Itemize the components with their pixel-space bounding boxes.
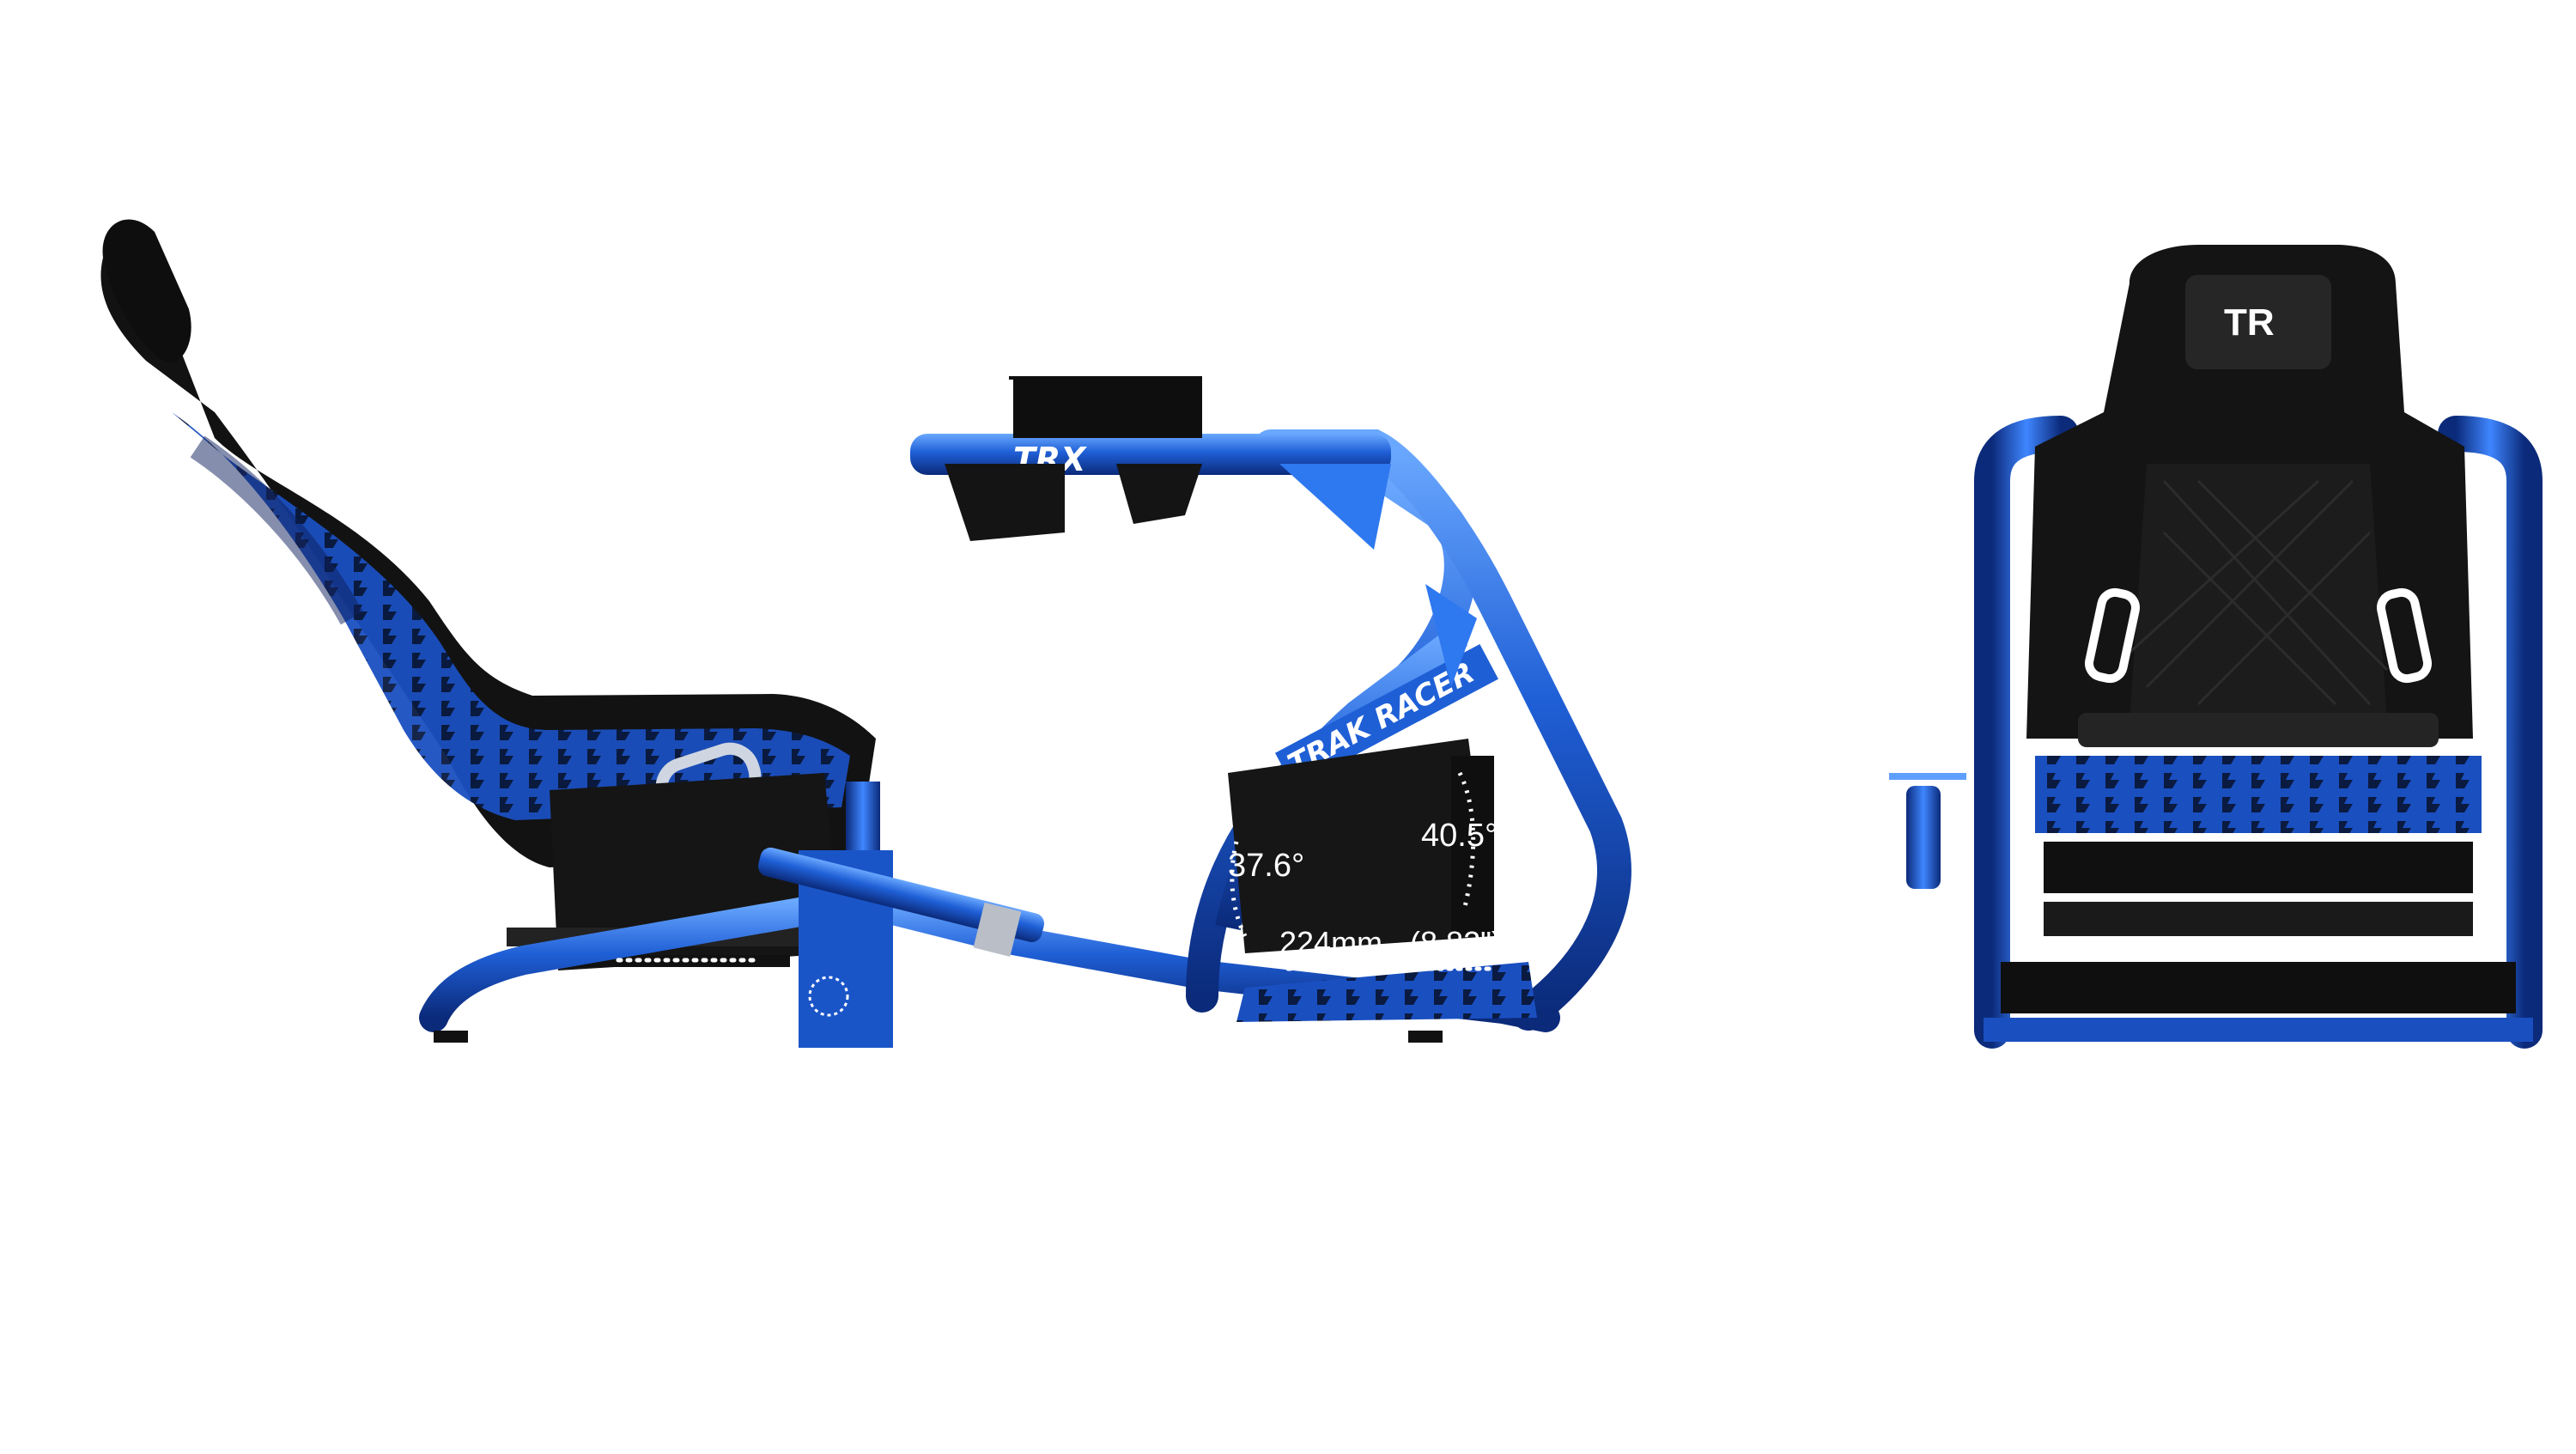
annotations: 224mm 37.6° 40.5° 224mm - (8.82") [616,771,1502,1010]
side-seat [100,219,876,970]
seat-logo: TR [2224,301,2275,344]
pedal-slide-label: 224mm - (8.82") [1279,925,1502,960]
pedal-angle-high: 40.5° [1421,818,1498,854]
front-view: TR [1889,245,2543,1049]
side-frame: TRX TRAK RACER [419,376,1631,1048]
seat-slide-label: 224mm [640,977,737,1010]
pedal-angle-low: 37.6° [1228,848,1304,884]
